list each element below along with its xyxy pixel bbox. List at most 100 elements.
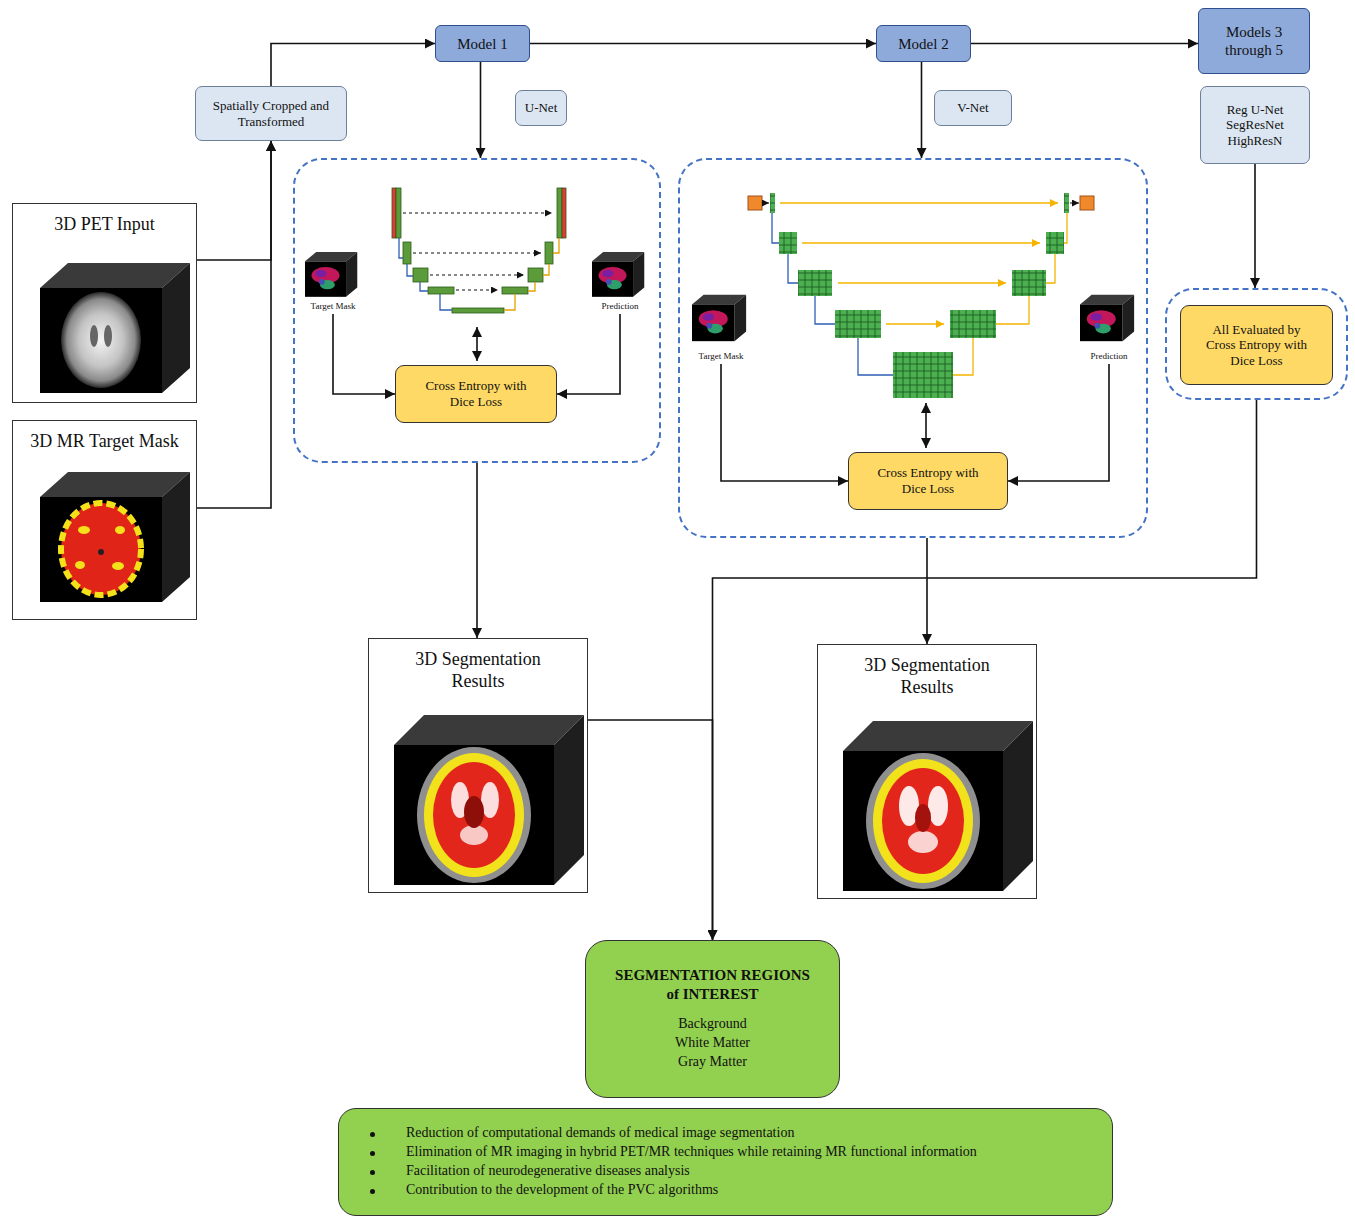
dashed-region: Target MaskPredictionCross Entropy with … [678,158,1148,538]
connector-arrow [721,364,848,481]
feature-block [779,232,797,254]
mask-cube: Target Mask [688,290,754,364]
gray-matter-patch [112,562,124,570]
input-volume [748,196,762,210]
node-text: 3D MR Target Mask [30,431,179,453]
architecture-label: U-Net [515,90,567,126]
pet-brain-cube [40,263,190,393]
feature-map [392,188,396,238]
upsample-line [996,296,1029,324]
connector-arrow [588,720,713,940]
node-text: Prediction [1091,351,1128,362]
feature-block [835,310,881,338]
vnet-up-links [953,213,1067,375]
summary-box: Reduction of computational demands of me… [338,1108,1113,1216]
downsample-line [399,238,403,258]
downsample-line [858,338,893,375]
ventricle [915,804,931,832]
node-text: Elimination of MR imaging in hybrid PET/… [406,1144,977,1161]
connector-arrow [926,538,928,644]
node-text: Prediction [602,301,639,312]
upsample-line [553,238,559,253]
downsample-line [420,282,428,291]
connector-arrow [480,62,482,158]
feature-map [528,268,543,282]
mask-cube: Target Mask [300,248,366,314]
downsample-line [772,213,779,243]
feature-block [950,310,996,338]
model-box: Models 3 through 5 [1198,8,1310,74]
target-mask-cube [305,252,357,297]
dashed-region: Target Mask PredictionCross Entropy with … [293,158,661,463]
unet-up-links [504,238,559,310]
feature-map [557,188,562,238]
result-cube [843,721,1033,891]
node-text: SegResNet [1226,117,1284,133]
feature-map [403,242,411,264]
upsample-line [528,282,535,291]
node-text: 3D Segmentation Results [391,649,566,692]
cube [40,472,190,602]
output-volume [1080,196,1094,210]
architecture-label: V-Net [934,90,1012,126]
double-arrow [476,327,478,361]
node-text: Model 2 [898,35,948,53]
skip-connection [780,202,1058,204]
prediction-cube: Prediction [1076,290,1142,364]
node-text: Gray Matter [678,1053,747,1072]
brain-halo [417,747,531,883]
small-arrow [1070,203,1079,204]
node-text: 3D Segmentation Results [840,655,1015,698]
feature-block [798,270,832,296]
result-frame: 3D Segmentation Results [368,638,588,893]
node-text: Contribution to the development of the P… [406,1182,718,1199]
mask-brain [61,503,141,595]
feature-block [770,193,775,213]
upsample-line [1064,213,1067,243]
node-text: All Evaluated by Cross Entropy with Dice… [1197,322,1316,369]
input-frame: 3D PET Input [12,203,197,403]
unet-down-links [399,238,452,310]
loss-box: All Evaluated by Cross Entropy with Dice… [1180,305,1333,385]
upsample-line [953,338,973,375]
connector-arrow [333,314,395,394]
feature-map [428,287,454,294]
cube [394,715,584,885]
skip-connection [802,242,1040,244]
vnet-skip-links [780,203,1058,324]
node-text: U-Net [525,100,558,116]
downsample-line [440,294,452,310]
feature-block [1012,270,1046,296]
downsample-line [788,254,798,283]
node-text: Spatially Cropped and Transformed [204,98,338,129]
connector-arrow [197,141,271,508]
feature-map [452,308,504,313]
node-text: Target Mask [311,301,356,312]
dashed-region: All Evaluated by Cross Entropy with Dice… [1165,288,1348,400]
prediction-cube [1080,295,1134,341]
roi-box: SEGMENTATION REGIONS of INTERESTBackgrou… [585,940,840,1098]
connector-arrow [921,62,923,158]
skip-connection [403,212,552,213]
connector-arrow [557,314,620,394]
cube [40,263,190,393]
vnet-architecture [748,193,1094,398]
node-text: Target Mask [699,351,744,362]
feature-block [893,352,953,398]
feature-map [545,242,553,264]
feature-map [413,268,428,282]
skip-connection [430,274,524,275]
connector-arrow [530,43,876,45]
upsample-line [1046,254,1055,283]
node-text: Background [678,1015,746,1034]
skip-connection [886,323,944,325]
ventricle [90,325,98,347]
brain-halo [866,753,980,889]
connector-arrow [197,141,271,260]
loss-box: Cross Entropy with Dice Loss [395,365,557,423]
process-box: Spatially Cropped and Transformed [195,86,347,141]
highlight [908,831,938,853]
connector-arrow [971,43,1198,45]
unet-skip-links [403,213,552,290]
